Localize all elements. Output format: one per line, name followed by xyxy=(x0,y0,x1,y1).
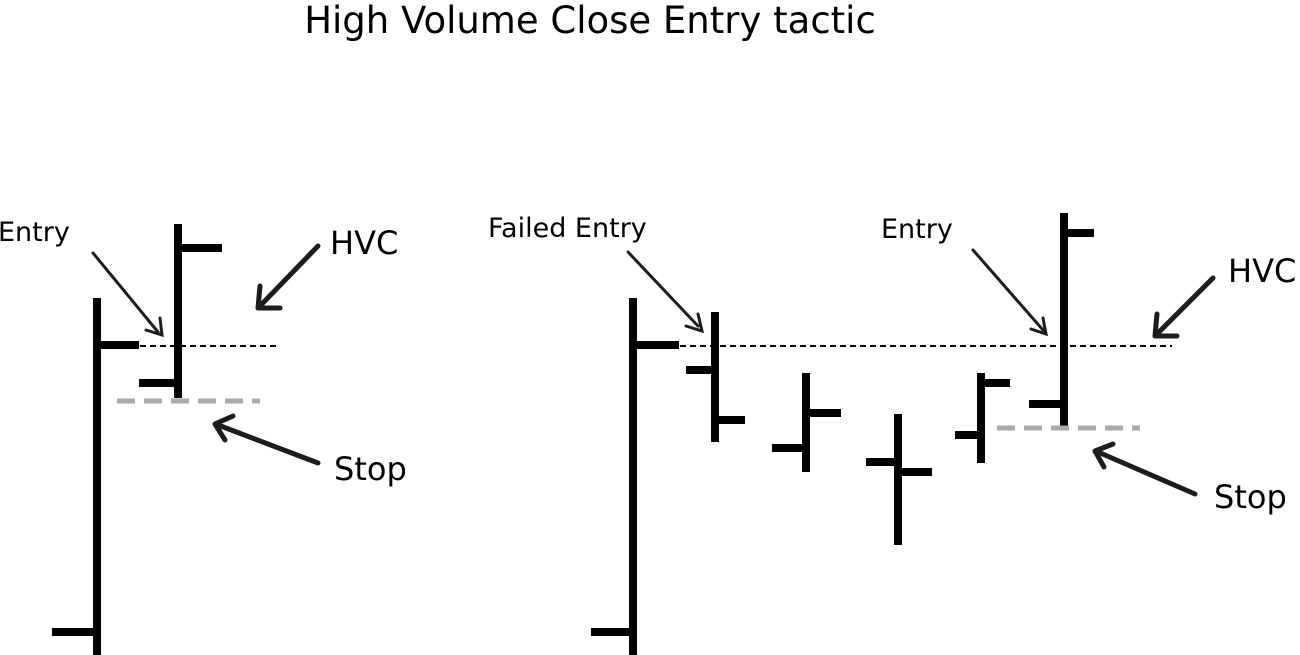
right-stop-label: Stop xyxy=(1214,478,1287,516)
right-failed-entry-arrow-icon xyxy=(626,250,705,334)
right-failed-entry-label: Failed Entry xyxy=(488,213,647,244)
right-bar-5 xyxy=(955,373,1010,463)
right-hvc-label: HVC xyxy=(1228,252,1296,290)
left-entry-label: Entry xyxy=(0,217,70,248)
right-hvc-bar xyxy=(1029,213,1094,426)
right-bar-4 xyxy=(866,414,932,545)
left-hvc-arrow-icon xyxy=(255,243,321,311)
right-entry-arrow-icon xyxy=(971,248,1048,337)
left-stop-arrow-icon xyxy=(212,413,321,466)
left-hvc-bar xyxy=(139,224,222,398)
left-big-bar xyxy=(52,298,139,655)
left-entry-arrow-icon xyxy=(91,251,164,338)
right-hvc-arrow-icon xyxy=(1152,275,1216,339)
right-entry-label: Entry xyxy=(881,214,953,245)
right-panel: Failed Entry Entry HVC Stop xyxy=(488,213,1296,655)
right-stop-arrow-icon xyxy=(1092,441,1198,497)
left-stop-label: Stop xyxy=(334,450,407,488)
right-bar-3 xyxy=(772,373,841,472)
left-panel: Entry HVC Stop xyxy=(0,217,407,655)
right-failed-entry-bar xyxy=(686,312,745,442)
diagram-title: High Volume Close Entry tactic xyxy=(304,0,876,42)
left-hvc-label: HVC xyxy=(330,224,398,262)
right-big-bar xyxy=(591,298,679,655)
